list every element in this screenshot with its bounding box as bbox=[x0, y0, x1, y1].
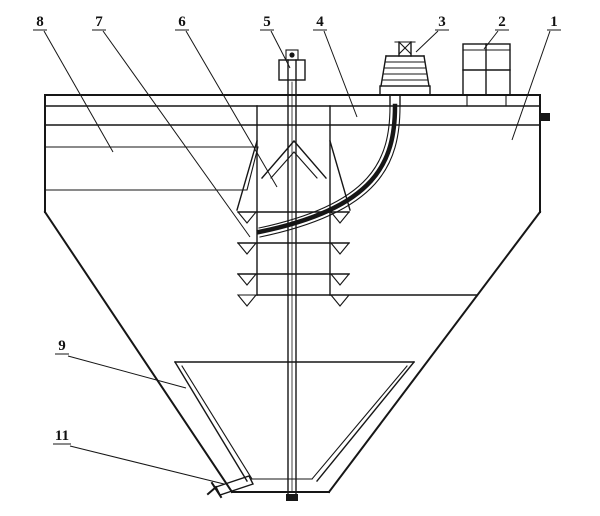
callout-1: 1 bbox=[550, 14, 558, 30]
tank-deck bbox=[44, 94, 541, 126]
overflow-fitting bbox=[539, 113, 550, 121]
callout-9: 9 bbox=[58, 338, 66, 354]
drive-motor bbox=[379, 41, 431, 96]
callouts: 8 7 6 5 4 3 2 1 9 11 bbox=[33, 14, 561, 445]
central-shaft bbox=[278, 49, 306, 501]
callout-8: 8 bbox=[36, 14, 44, 30]
callout-2: 2 bbox=[498, 14, 506, 30]
lamella-hatched-zone bbox=[44, 146, 259, 191]
callout-6: 6 bbox=[178, 14, 186, 30]
shaft-foot bbox=[286, 494, 298, 501]
callout-11: 11 bbox=[55, 428, 69, 444]
callout-3: 3 bbox=[438, 14, 446, 30]
callout-7: 7 bbox=[95, 14, 103, 30]
callout-5: 5 bbox=[263, 14, 271, 30]
deflector-plates bbox=[236, 211, 478, 307]
feed-pipe bbox=[256, 94, 401, 238]
callout-4: 4 bbox=[316, 14, 324, 30]
feedwell bbox=[236, 105, 351, 296]
tank-walls bbox=[43, 94, 542, 494]
head-tank bbox=[462, 43, 511, 107]
discharge-valve bbox=[206, 475, 254, 499]
inner-discharge-cone bbox=[174, 361, 415, 482]
leader-lines bbox=[43, 30, 551, 485]
